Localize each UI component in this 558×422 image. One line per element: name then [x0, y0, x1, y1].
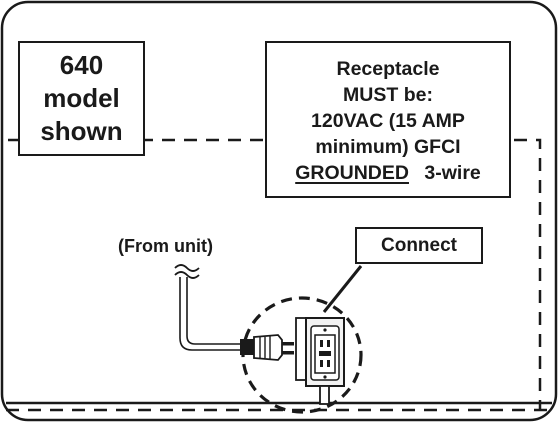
power-cord — [174, 264, 240, 351]
receptacle-line: GROUNDED 3-wire — [295, 160, 481, 186]
highlight-circle — [241, 296, 363, 414]
three-wire-text: 3-wire — [424, 161, 481, 184]
receptacle-line: MUST be: — [343, 83, 433, 106]
receptacle-requirements-box: Receptacle MUST be: 120VAC (15 AMP minim… — [265, 41, 511, 198]
model-label-line: model — [43, 83, 120, 113]
model-label-line: 640 — [59, 50, 104, 80]
receptacle-line: Receptacle — [336, 57, 440, 80]
upper-dashed-line — [8, 138, 542, 410]
from-unit-label: (From unit) — [118, 236, 213, 256]
connect-label: Connect — [381, 234, 457, 256]
receptacle-line: minimum) GFCI — [315, 135, 461, 158]
receptacle-line: 120VAC (15 AMP — [311, 109, 465, 132]
connect-leader-line — [322, 265, 363, 313]
grounded-underlined-text: GROUNDED — [295, 161, 409, 184]
gfci-receptacle — [295, 317, 345, 405]
model-label-line: shown — [40, 116, 123, 146]
plug — [240, 334, 294, 361]
model-label-box: 640 model shown — [18, 41, 145, 156]
connect-label-box: Connect — [355, 227, 483, 264]
